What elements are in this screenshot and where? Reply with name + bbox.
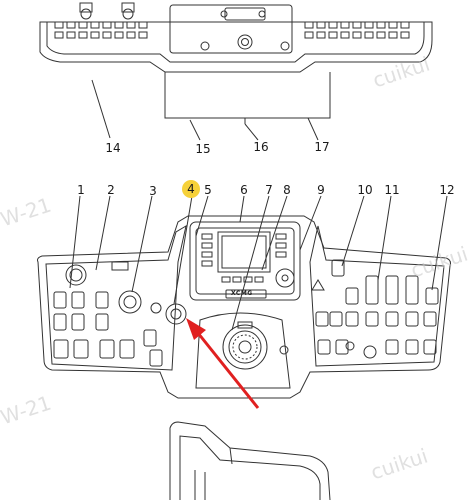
- callout-3: 3: [149, 184, 157, 198]
- console-line-drawing: [37, 2, 451, 500]
- brand-plate-label: XCMG: [231, 290, 253, 297]
- callout-12: 12: [439, 183, 455, 197]
- top-leader-lines: [91, 79, 319, 141]
- callout-6: 6: [240, 183, 248, 197]
- callout-8: 8: [283, 183, 291, 197]
- top-console: [39, 2, 433, 124]
- callout-14: 14: [105, 141, 121, 155]
- bottom-console-fragment: [169, 421, 331, 500]
- callout-1: 1: [77, 183, 85, 197]
- callout-11: 11: [384, 183, 400, 197]
- callout-15: 15: [195, 142, 211, 156]
- callout-7: 7: [265, 183, 273, 197]
- main-leader-lines: [69, 195, 448, 331]
- callout-17: 17: [314, 140, 330, 154]
- callout-9: 9: [317, 183, 325, 197]
- main-console: [37, 215, 451, 399]
- callout-5: 5: [204, 183, 212, 197]
- callout-10: 10: [357, 183, 373, 197]
- red-pointer-arrow: [186, 318, 260, 409]
- callout-4-highlighted: 4: [182, 180, 200, 198]
- callout-16: 16: [253, 140, 269, 154]
- callout-2: 2: [107, 183, 115, 197]
